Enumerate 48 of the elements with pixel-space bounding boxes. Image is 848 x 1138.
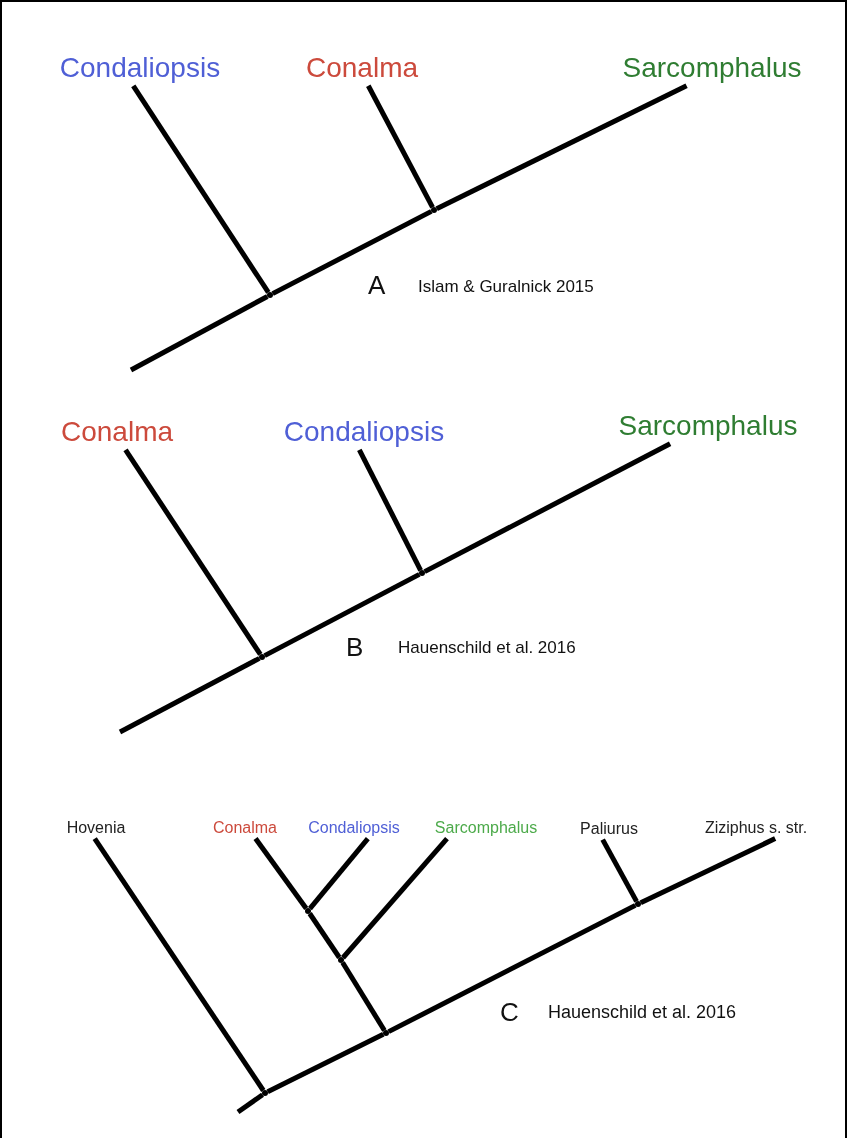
taxon-label: Ziziphus s. str. [704, 818, 808, 838]
tree-branch [266, 1032, 385, 1094]
tree-branch [92, 837, 266, 1092]
taxon-label: Conalma [60, 415, 174, 449]
source-citation: Islam & Guralnick 2015 [418, 276, 594, 298]
taxon-label: Paliurus [580, 819, 638, 839]
tree-branch [340, 961, 387, 1032]
tree-branch [366, 84, 435, 209]
branch-point [267, 292, 273, 298]
branch-point [431, 207, 437, 213]
tree-branch [129, 294, 269, 373]
tree-branch [271, 209, 433, 296]
tree-branch [600, 838, 639, 903]
tree-branch [307, 912, 342, 959]
taxon-label: Hovenia [66, 818, 126, 838]
source-citation: Hauenschild et al. 2016 [398, 637, 576, 659]
tree-branch [341, 836, 449, 960]
taxon-label: Sarcomphalus [434, 818, 538, 838]
panel-letter: B [346, 632, 364, 664]
branch-point [305, 908, 311, 914]
tree-branch [118, 656, 261, 735]
source-citation: Hauenschild et al. 2016 [548, 1002, 737, 1024]
branch-point [338, 957, 344, 963]
tree-branch [263, 572, 421, 658]
panel-letter: A [368, 270, 386, 302]
tree-branch [253, 837, 309, 911]
tree-branch [639, 836, 777, 905]
branch-point [419, 570, 425, 576]
tree-branch [423, 441, 672, 574]
taxon-label: Sarcomphalus [622, 51, 802, 85]
branch-point [383, 1030, 389, 1036]
tree-branch [357, 448, 423, 572]
tree-branch [387, 903, 637, 1034]
taxon-label: Condaliopsis [59, 51, 221, 85]
taxon-label: Sarcomphalus [618, 409, 798, 443]
tree-branch [131, 84, 271, 294]
tree-branch [308, 837, 370, 911]
taxon-label: Condaliopsis [283, 415, 445, 449]
taxon-label: Conalma [213, 818, 277, 838]
tree-branch [236, 1092, 264, 1115]
branch-point [635, 901, 641, 907]
tree-branch [123, 448, 263, 656]
taxon-label: Condaliopsis [308, 818, 400, 838]
branch-point [262, 1090, 268, 1096]
panel-letter: C [500, 997, 519, 1029]
tree-branch [435, 83, 688, 211]
taxon-label: Conalma [305, 51, 419, 85]
branch-point [259, 654, 265, 660]
